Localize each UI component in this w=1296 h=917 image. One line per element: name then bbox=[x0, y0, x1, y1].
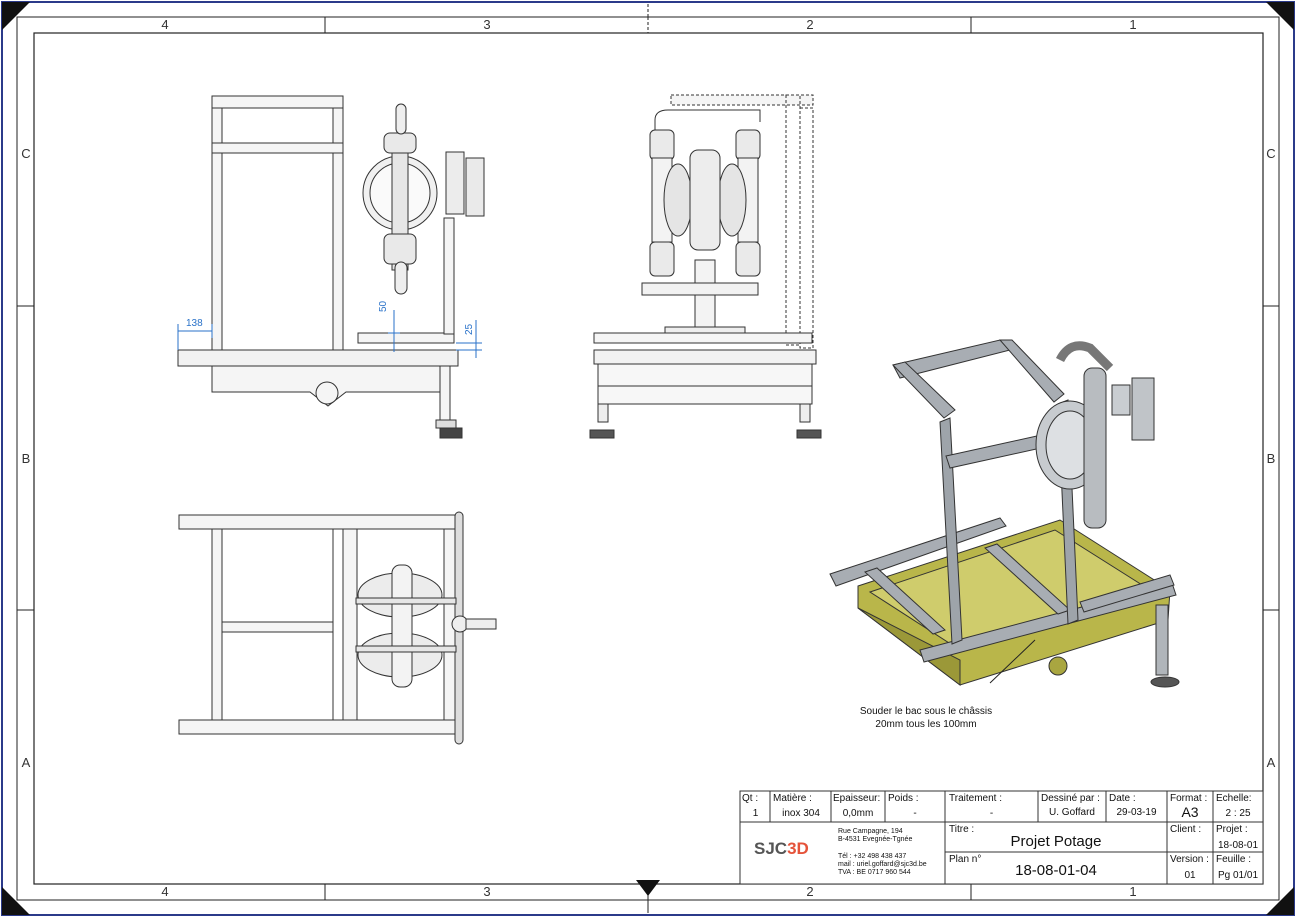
logo: SJC3D bbox=[754, 840, 809, 858]
zone-col-4-top: 4 bbox=[161, 17, 169, 32]
projet-value: 18-08-01 bbox=[1217, 840, 1259, 851]
epaisseur-label: Epaisseur: bbox=[833, 793, 881, 804]
title-block bbox=[739, 790, 1264, 885]
plan-label: Plan n° bbox=[949, 854, 982, 865]
logo-text-3d: 3D bbox=[787, 839, 809, 858]
titre-label: Titre : bbox=[949, 824, 975, 835]
contact-mail: mail : uriel.goffard@sjc3d.be bbox=[838, 861, 927, 868]
zone-col-4-bottom: 4 bbox=[161, 884, 169, 899]
side-view bbox=[177, 95, 485, 439]
qt-value: 1 bbox=[752, 808, 759, 819]
feuille-label: Feuille : bbox=[1216, 854, 1252, 865]
zone-col-2-bottom: 2 bbox=[806, 884, 814, 899]
front-view bbox=[589, 94, 822, 439]
zone-row-b-right: B bbox=[1266, 451, 1276, 466]
qt-label: Qt : bbox=[742, 793, 759, 804]
dessine-value: U. Goffard bbox=[1049, 807, 1095, 818]
contact-phone: Tél : +32 498 438 437 bbox=[838, 853, 907, 860]
matiere-label: Matière : bbox=[773, 793, 812, 804]
top-view bbox=[178, 511, 497, 745]
date-label: Date : bbox=[1109, 793, 1136, 804]
zone-col-1-bottom: 1 bbox=[1129, 884, 1137, 899]
dimension-50: 50 bbox=[378, 300, 389, 312]
client-label: Client : bbox=[1170, 824, 1202, 835]
address-line1: Rue Campagne, 194 bbox=[838, 828, 903, 835]
zone-row-a-left: A bbox=[21, 755, 31, 770]
dimension-138: 138 bbox=[186, 318, 203, 329]
feuille-value: Pg 01/01 bbox=[1217, 870, 1259, 881]
plan-value: 18-08-01-04 bbox=[1015, 862, 1097, 879]
traitement-value: - bbox=[989, 808, 994, 819]
echelle-value: 2 : 25 bbox=[1225, 808, 1251, 819]
zone-row-b-left: B bbox=[21, 451, 31, 466]
weld-note-line2: 20mm tous les 100mm bbox=[875, 719, 977, 730]
format-value: A3 bbox=[1181, 804, 1199, 820]
weld-note-line1: Souder le bac sous le châssis bbox=[859, 706, 993, 717]
matiere-value: inox 304 bbox=[782, 808, 820, 819]
epaisseur-value: 0,0mm bbox=[842, 808, 874, 819]
contact-tva: TVA : BE 0717 960 544 bbox=[838, 869, 911, 876]
dessine-label: Dessiné par : bbox=[1041, 793, 1100, 804]
date-value: 29-03-19 bbox=[1116, 807, 1157, 818]
zone-col-2-top: 2 bbox=[806, 17, 814, 32]
poids-label: Poids : bbox=[888, 793, 919, 804]
isometric-view bbox=[829, 339, 1180, 688]
zone-row-a-right: A bbox=[1266, 755, 1276, 770]
projet-label: Projet : bbox=[1216, 824, 1248, 835]
version-value: 01 bbox=[1184, 870, 1196, 881]
dimension-25: 25 bbox=[464, 323, 475, 335]
poids-value: - bbox=[913, 808, 917, 819]
zone-row-c-right: C bbox=[1266, 146, 1276, 161]
titre-value: Projet Potage bbox=[1010, 833, 1102, 850]
traitement-label: Traitement : bbox=[949, 793, 1002, 804]
version-label: Version : bbox=[1170, 854, 1209, 865]
logo-text-sjc: SJC bbox=[754, 839, 788, 858]
echelle-label: Echelle: bbox=[1216, 793, 1252, 804]
format-label: Format : bbox=[1170, 793, 1208, 804]
zone-col-3-top: 3 bbox=[483, 17, 491, 32]
zone-col-1-top: 1 bbox=[1129, 17, 1137, 32]
zone-col-3-bottom: 3 bbox=[483, 884, 491, 899]
zone-row-c-left: C bbox=[21, 146, 31, 161]
address-line2: B-4531 Evegnée-Tgnée bbox=[838, 836, 913, 843]
